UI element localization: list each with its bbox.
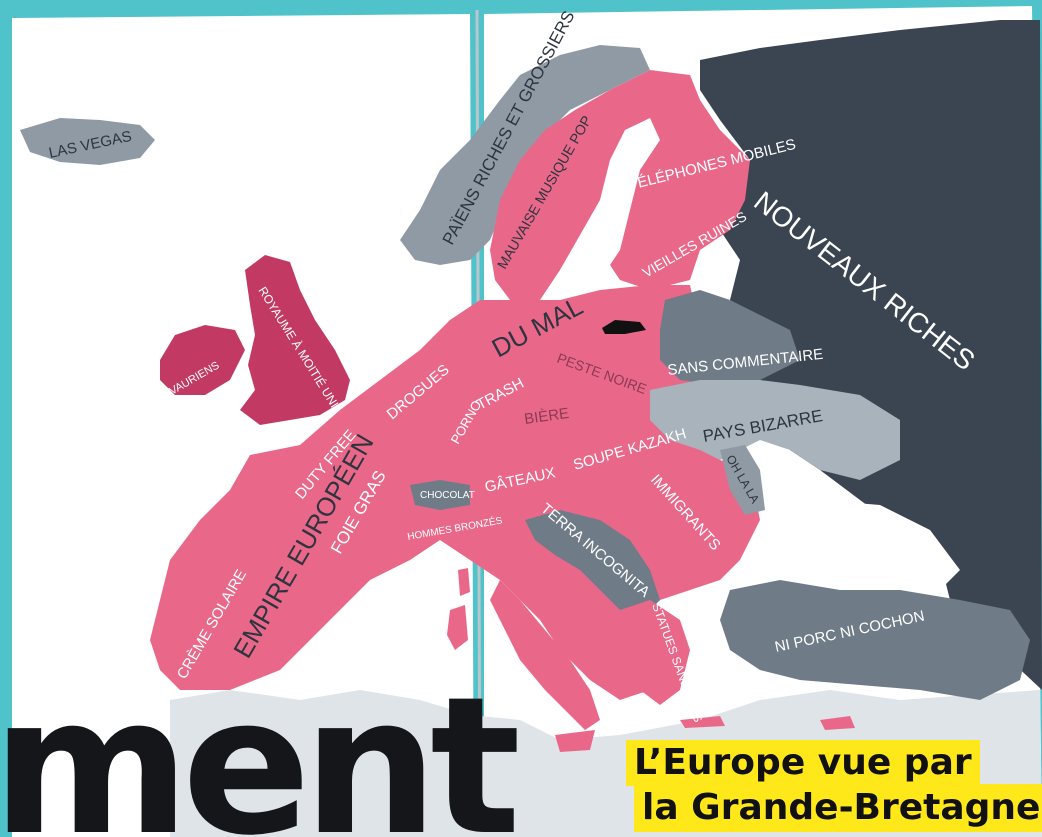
cyprus-region [820,716,855,730]
italy-region [490,580,600,730]
greece-region [615,600,690,705]
kaliningrad-region [602,320,646,334]
sicily-region [555,730,595,752]
moldova-region [720,445,765,515]
uk-region [240,255,350,425]
title-line-2: la Grande-Bretagne [634,784,1042,832]
title-line-1: L’Europe vue par [626,740,980,786]
ireland-region [160,325,245,395]
sardinia-region [447,605,468,650]
russia-region [700,20,1042,690]
crete-region [680,716,725,728]
baltic-sea [555,118,660,300]
label-germany: BIÈRE [523,405,570,428]
balkans-region [525,510,660,620]
black-sea [765,500,960,590]
corsica-region [458,568,470,596]
ukraine-region [650,380,900,480]
headline-fragment: ment [0,656,521,837]
belarus-region [660,290,800,385]
label-switzerland: CHOCOLAT [420,490,475,501]
iceland-region [20,118,155,165]
left-page-sea [12,14,474,837]
switzerland-region [410,480,470,510]
turkey-region [720,580,1030,700]
